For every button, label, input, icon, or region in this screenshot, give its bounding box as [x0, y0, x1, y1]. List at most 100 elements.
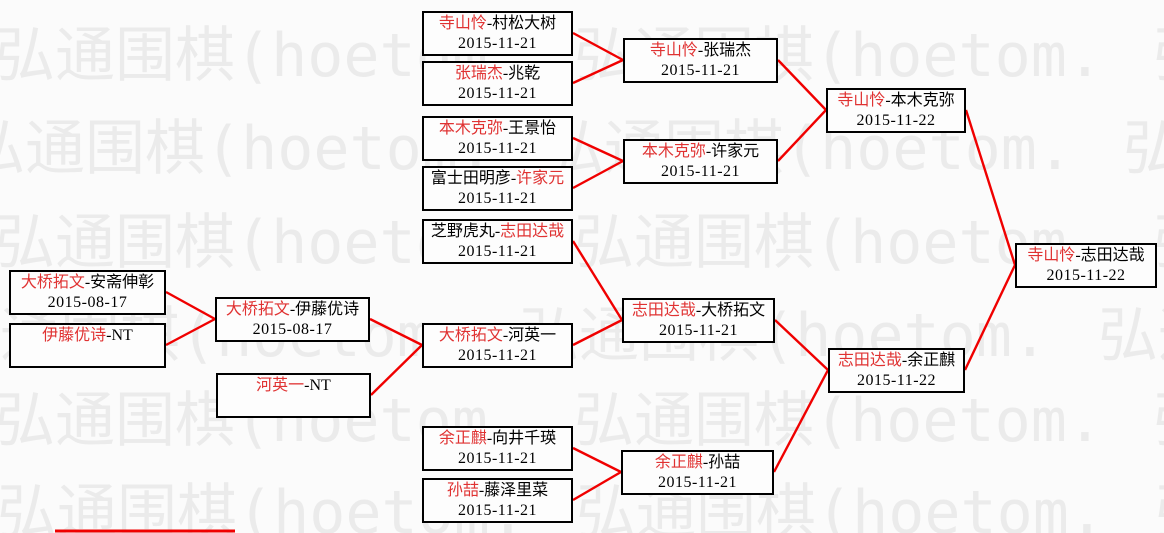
match-box: 芝野虎丸-志田达哉 2015-11-21 — [422, 219, 573, 264]
connector-line — [165, 317, 216, 347]
connector-line — [963, 264, 1017, 371]
player-name: 大桥拓文 — [438, 327, 503, 344]
vs-dash: - — [304, 377, 310, 394]
player-name: 志田达哉 — [1080, 247, 1145, 264]
match-date: 2015-11-21 — [457, 502, 538, 519]
connector-line — [572, 446, 622, 474]
match-date: 2015-11-22 — [856, 112, 936, 129]
match-date: 2015-11-21 — [660, 62, 741, 79]
connector-line — [370, 344, 423, 396]
vs-dash: - — [885, 92, 891, 109]
connector-line — [369, 317, 423, 347]
vs-dash: - — [486, 430, 493, 447]
match-box: 孙喆-藤泽里菜 2015-11-21 — [422, 478, 573, 523]
vs-dash: - — [697, 42, 704, 59]
player-name: 大桥拓文 — [20, 274, 85, 291]
player-name: 河英一 — [508, 327, 557, 344]
player-name: 河英一 — [256, 377, 305, 394]
vs-dash: - — [494, 223, 501, 240]
player-name: 许家元 — [711, 143, 760, 160]
connector-line — [572, 136, 624, 163]
match-box: 寺山怜-村松大树 2015-11-21 — [422, 11, 573, 56]
match-players: 张瑞杰-兆乾 — [424, 64, 571, 84]
vs-dash: - — [486, 15, 493, 32]
vs-dash: - — [1075, 247, 1081, 264]
match-date: 2015-08-17 — [252, 321, 333, 338]
connector-line — [572, 159, 624, 190]
match-box: 张瑞杰-兆乾 2015-11-21 — [422, 61, 573, 106]
match-date: 2015-11-21 — [457, 450, 538, 467]
player-name: 本木克弥 — [438, 120, 503, 137]
player-name: 志田达哉 — [837, 352, 902, 369]
match-box: 大桥拓文-河英一 2015-11-21 — [422, 323, 573, 368]
connector-line — [165, 290, 216, 321]
match-players: 大桥拓文-安斋伸彰 — [11, 273, 164, 293]
player-name: 寺山怜 — [837, 92, 886, 109]
match-players: 余正麒-孙喆 — [623, 453, 772, 473]
vs-dash: - — [106, 327, 112, 344]
player-name: 伊藤优诗 — [42, 327, 107, 344]
connector-line — [572, 470, 622, 502]
match-box: 伊藤优诗-NT — [9, 323, 166, 368]
connector-line — [772, 369, 830, 473]
match-date: 2015-11-21 — [660, 163, 741, 180]
player-name: 安斋伸彰 — [90, 274, 155, 291]
match-date: 2015-11-21 — [457, 347, 538, 364]
player-name: 本木克弥 — [641, 143, 706, 160]
match-players: 富士田明彦-许家元 — [424, 169, 571, 189]
player-name: 藤泽里菜 — [484, 482, 549, 499]
match-box: 余正麒-孙喆 2015-11-21 — [621, 450, 774, 495]
vs-dash: - — [901, 352, 908, 369]
player-name: 张瑞杰 — [703, 42, 752, 59]
player-name: 寺山怜 — [1027, 247, 1076, 264]
player-name: 志田达哉 — [631, 302, 696, 319]
match-date: 2015-08-17 — [47, 294, 128, 311]
match-players: 孙喆-藤泽里菜 — [424, 481, 571, 501]
match-date: 2015-11-21 — [457, 35, 538, 52]
match-box: 寺山怜-本木克弥 2015-11-22 — [826, 88, 966, 133]
player-name: 寺山怜 — [649, 42, 698, 59]
player-name: 大桥拓文 — [225, 301, 290, 318]
connector-line — [572, 31, 624, 62]
player-name: 余正麒 — [654, 454, 703, 471]
match-date: 2015-11-21 — [457, 190, 538, 207]
match-box: 志田达哉-余正麒 2015-11-22 — [828, 348, 965, 393]
match-players: 大桥拓文-伊藤优诗 — [217, 300, 368, 320]
player-name: 大桥拓文 — [701, 302, 766, 319]
match-box: 河英一-NT — [216, 373, 371, 418]
match-players: 寺山怜-志田达哉 — [1017, 246, 1155, 266]
match-box: 余正麒-向井千瑛 2015-11-21 — [422, 426, 573, 471]
connector-line — [774, 319, 829, 371]
player-name: 芝野虎丸 — [430, 223, 495, 240]
player-name: NT — [111, 327, 133, 344]
match-date: 2015-11-21 — [457, 243, 538, 260]
player-name: NT — [309, 377, 331, 394]
match-players: 寺山怜-张瑞杰 — [625, 41, 776, 61]
match-players: 余正麒-向井千瑛 — [424, 429, 571, 449]
match-players: 伊藤优诗-NT — [11, 326, 164, 346]
vs-dash: - — [702, 454, 709, 471]
connector-line — [964, 109, 1017, 266]
vs-dash: - — [705, 143, 712, 160]
match-date: 2015-11-21 — [457, 140, 538, 157]
vs-dash: - — [289, 301, 296, 318]
connector-line — [777, 109, 827, 162]
match-players: 志田达哉-大桥拓文 — [624, 301, 773, 321]
match-players: 寺山怜-村松大树 — [424, 14, 571, 34]
match-box: 本木克弥-王景怡 2015-11-21 — [422, 116, 573, 161]
match-players: 本木克弥-许家元 — [625, 142, 776, 162]
vs-dash: - — [84, 274, 91, 291]
connector-line — [572, 58, 624, 85]
vs-dash: - — [510, 170, 517, 187]
connector-line — [777, 59, 827, 111]
player-name: 富士田明彦 — [430, 170, 511, 187]
match-box: 大桥拓文-安斋伸彰 2015-08-17 — [9, 270, 166, 315]
match-players: 大桥拓文-河英一 — [424, 326, 571, 346]
match-players: 本木克弥-王景怡 — [424, 119, 571, 139]
match-box: 志田达哉-大桥拓文 2015-11-21 — [622, 298, 775, 343]
player-name: 许家元 — [516, 170, 565, 187]
vs-dash: - — [502, 65, 509, 82]
vs-dash: - — [478, 482, 485, 499]
